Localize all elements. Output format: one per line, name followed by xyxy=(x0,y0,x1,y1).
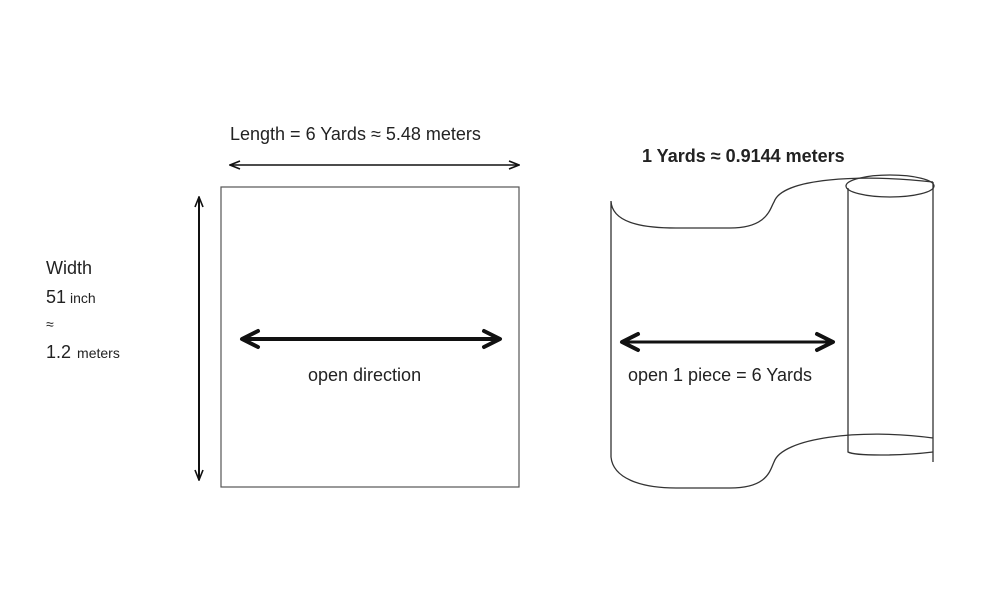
width-inch-unit: inch xyxy=(70,290,96,306)
open-piece-label: open 1 piece = 6 Yards xyxy=(628,365,812,385)
roll-core xyxy=(847,188,934,456)
open-direction-label: open direction xyxy=(308,365,422,385)
width-meter-value: 1.2 xyxy=(46,342,72,362)
width-inch-value: 51 xyxy=(46,287,67,307)
roll-top-ellipse xyxy=(845,174,935,198)
roll-outer-sheet xyxy=(610,177,934,489)
width-meter-row: 1.2 meters xyxy=(46,342,120,363)
fabric-roll xyxy=(610,174,935,489)
width-meter-unit: meters xyxy=(77,345,120,361)
yard-ratio-label: 1 Yards ≈ 0.9144 meters xyxy=(642,146,845,166)
width-title: Width xyxy=(46,258,93,278)
fabric-sheet xyxy=(220,186,520,488)
length-label: Length = 6 Yards ≈ 5.48 meters xyxy=(230,124,481,144)
width-approx-symbol: ≈ xyxy=(46,316,54,332)
